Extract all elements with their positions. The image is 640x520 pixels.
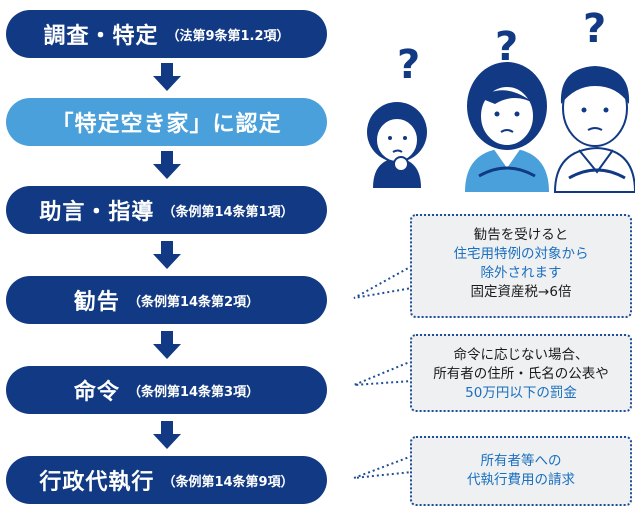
callout-pointer — [353, 265, 413, 299]
note-line: 50万円以下の罰金 — [465, 385, 577, 401]
note-line: 勧告を受けると — [473, 227, 569, 243]
note-line: 所有者等への — [480, 453, 562, 469]
step-title: 助言・指導 — [39, 200, 155, 225]
note-recommendation-effect: 勧告を受けると 住宅用特例の対象から 除外されます 固定資産税→6倍 — [410, 214, 632, 318]
step-legal-basis: （条例第14条第1項） — [162, 204, 294, 220]
note-execution-cost: 所有者等への 代執行費用の請求 — [410, 436, 632, 506]
question-mark-icon: ? — [397, 42, 420, 88]
step-legal-basis: （条例第14条第9項） — [162, 474, 294, 490]
step-advice-guidance: 助言・指導 （条例第14条第1項） — [6, 186, 327, 234]
step-administrative-execution: 行政代執行 （条例第14条第9項） — [6, 456, 327, 504]
step-legal-basis: （法第9条第1.2項） — [166, 28, 290, 44]
step-title: 命令 — [73, 380, 120, 405]
callout-pointer — [353, 455, 413, 479]
note-line: 命令に応じない場合、 — [453, 347, 589, 363]
callout-pointer — [353, 360, 413, 386]
question-mark-icon: ? — [583, 6, 606, 52]
note-order-penalty: 命令に応じない場合、 所有者の住所・氏名の公表や 50万円以下の罰金 — [410, 334, 632, 412]
down-arrow-icon — [153, 331, 181, 359]
note-line: 住宅用特例の対象から — [453, 246, 589, 262]
step-title: 行政代執行 — [39, 470, 155, 495]
step-investigation: 調査・特定 （法第9条第1.2項） — [6, 10, 327, 58]
down-arrow-icon — [153, 421, 181, 449]
down-arrow-icon — [153, 63, 181, 91]
note-line: 除外されます — [480, 265, 562, 281]
down-arrow-icon — [153, 241, 181, 269]
step-designation: 「特定空き家」に認定 — [6, 98, 327, 146]
note-line: 固定資産税→6倍 — [470, 284, 572, 300]
note-line: 所有者の住所・氏名の公表や — [433, 366, 609, 382]
note-line: 代執行費用の請求 — [467, 472, 575, 488]
step-title: 勧告 — [73, 290, 120, 315]
question-mark-icon: ? — [495, 24, 518, 70]
step-order: 命令 （条例第14条第3項） — [6, 366, 327, 414]
woman-figure — [465, 62, 549, 192]
step-recommendation: 勧告 （条例第14条第2項） — [6, 276, 327, 324]
down-arrow-icon — [153, 151, 181, 179]
step-title: 「特定空き家」に認定 — [51, 112, 282, 137]
step-title: 調査・特定 — [43, 24, 159, 49]
confused-people-illustration: ? ? ? — [367, 6, 635, 193]
man-figure — [553, 66, 635, 193]
child-figure — [367, 102, 427, 188]
step-legal-basis: （条例第14条第2項） — [127, 294, 260, 310]
step-legal-basis: （条例第14条第3項） — [127, 384, 260, 400]
